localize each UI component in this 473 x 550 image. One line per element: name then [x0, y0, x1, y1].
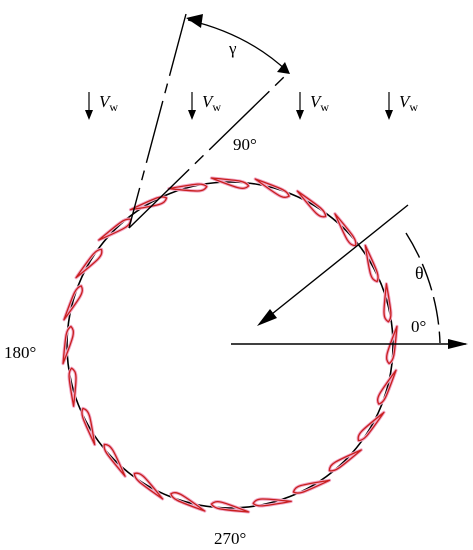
blade-group — [61, 176, 399, 514]
wind-label-1: Vw — [99, 92, 118, 114]
blade — [363, 243, 380, 284]
blade-outline — [170, 492, 206, 512]
rotor-path-circle — [66, 181, 394, 509]
angle-90-label: 90° — [233, 135, 257, 154]
wind-arrow-2: Vw — [188, 92, 221, 120]
blade — [385, 324, 399, 366]
blade-outline — [296, 190, 327, 218]
blade — [132, 471, 165, 501]
blade-outline — [364, 244, 379, 283]
blade — [67, 366, 78, 408]
blade — [376, 368, 398, 406]
blade-outline — [133, 472, 164, 500]
blade — [251, 497, 293, 508]
blade — [80, 406, 97, 447]
blade-outline — [386, 325, 398, 365]
radial-arrow — [261, 204, 409, 323]
blade-outline — [75, 248, 103, 279]
blade-outline — [334, 213, 357, 247]
blade — [169, 491, 207, 513]
blade-outline — [383, 283, 392, 323]
blade — [356, 410, 386, 443]
blade-outline — [328, 449, 362, 472]
blade — [291, 478, 332, 495]
gamma-construction: γ — [128, 13, 290, 229]
blade-outline — [292, 479, 331, 494]
blade-outline — [254, 178, 290, 198]
tangent-line — [128, 75, 286, 229]
blade — [327, 448, 363, 473]
wind-label-2: Vw — [202, 92, 221, 114]
blade — [209, 176, 251, 190]
chord-line — [128, 13, 187, 229]
blade — [62, 284, 84, 322]
angle-270-label: 270° — [214, 529, 246, 548]
blade-outline — [377, 369, 397, 405]
blade-outline — [357, 411, 385, 442]
blade — [61, 324, 75, 366]
gamma-arrowhead-right — [277, 62, 290, 74]
blade — [253, 177, 291, 199]
gamma-label: γ — [228, 39, 237, 58]
gamma-arrowhead-left — [186, 14, 203, 28]
wind-arrow-4: Vw — [385, 92, 418, 120]
blade-outline — [98, 218, 132, 241]
blade — [97, 217, 133, 242]
blade-outline — [103, 443, 126, 477]
blade-outline — [252, 498, 292, 507]
wind-arrow-1: Vw — [85, 92, 118, 120]
blade — [74, 247, 104, 280]
radial-arrowhead — [257, 309, 277, 326]
blade — [295, 189, 328, 219]
wind-label-3: Vw — [310, 92, 329, 114]
wind-arrows: Vw Vw Vw Vw — [85, 92, 418, 120]
theta-arc — [405, 232, 441, 344]
blade-outline — [210, 177, 250, 189]
blade — [209, 500, 251, 514]
blade — [102, 442, 127, 478]
wind-arrow-3: Vw — [296, 92, 329, 120]
wind-label-4: Vw — [399, 92, 418, 114]
blade-outline — [68, 367, 77, 407]
blade-outline — [63, 285, 83, 321]
blade — [382, 282, 393, 324]
blade-outline — [210, 501, 250, 513]
angle-0-label: 0° — [411, 317, 426, 336]
x-axis-arrowhead — [448, 339, 468, 349]
blade — [333, 212, 358, 248]
blade-outline — [62, 325, 74, 365]
blade-outline — [81, 407, 96, 446]
theta-label: θ — [415, 263, 424, 283]
gamma-arc — [187, 19, 289, 73]
angle-180-label: 180° — [4, 343, 36, 362]
